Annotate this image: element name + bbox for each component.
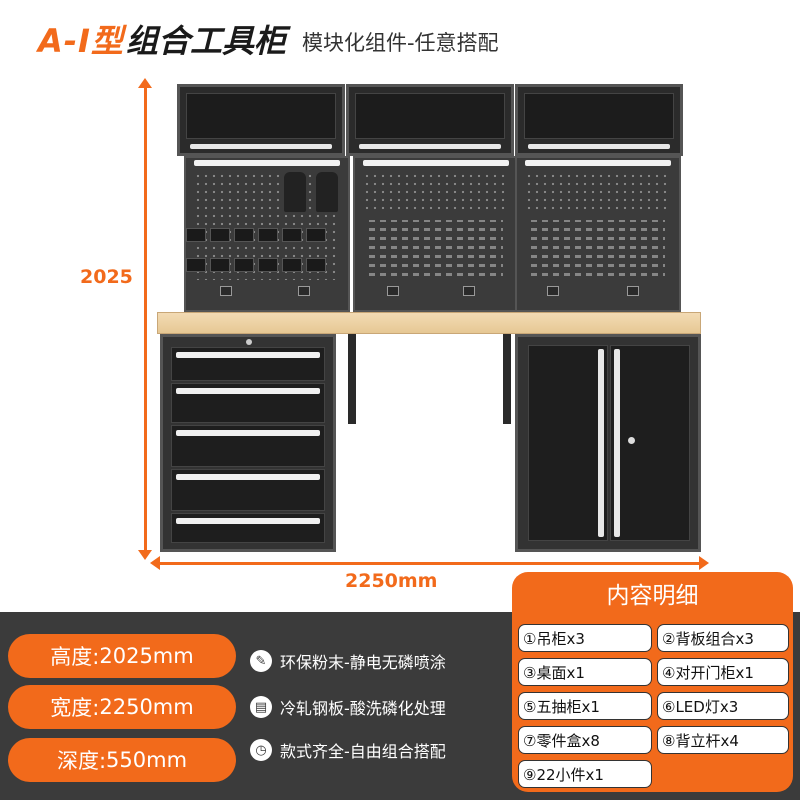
width-dimension-line: [150, 556, 709, 570]
header: A-I型 组合工具柜 模块化组件-任意搭配: [38, 14, 499, 64]
list-item: ③桌面x1: [518, 658, 652, 686]
list-item: ⑤五抽柜x1: [518, 692, 652, 720]
worktop: [157, 312, 701, 334]
model-name: A-I型: [38, 22, 124, 60]
contents-title: 内容明细: [606, 583, 699, 609]
spray-gun-icon: ✎: [250, 650, 272, 672]
steel-sheet-icon: ▤: [250, 696, 272, 718]
double-door-cabinet: [515, 334, 701, 552]
list-item: ①吊柜x3: [518, 624, 652, 652]
list-item: ⑥LED灯x3: [657, 692, 789, 720]
led-light: [194, 160, 340, 166]
lock-icon: [246, 339, 252, 345]
led-light: [525, 160, 671, 166]
wall-cabinet: [177, 84, 345, 156]
product-illustration: [157, 84, 701, 552]
wall-cabinet: [515, 84, 683, 156]
list-item: ⑦零件盒x8: [518, 726, 652, 754]
spec-depth: 深度: 550mm: [8, 738, 236, 782]
product-title: 组合工具柜: [125, 22, 286, 60]
list-item: ⑨22小件x1: [518, 760, 652, 788]
spec-width: 宽度: 2250mm: [8, 685, 236, 729]
contents-panel: 内容明细 ①吊柜x3 ②背板组合x3 ③桌面x1 ④对开门柜x1 ⑤五抽柜x1 …: [512, 572, 793, 792]
spec-height: 高度: 2025mm: [8, 634, 236, 678]
led-light: [363, 160, 509, 166]
list-item: ②背板组合x3: [657, 624, 789, 652]
feature-item: ▤ 冷轧钢板-酸洗磷化处理: [250, 692, 446, 722]
wall-cabinet: [346, 84, 514, 156]
feature-item: ◷ 款式齐全-自由组合搭配: [250, 735, 446, 765]
drawer-cabinet: [160, 334, 336, 552]
height-dimension-label: 2025: [80, 266, 133, 288]
clock-icon: ◷: [250, 739, 272, 761]
height-dimension-line: [138, 78, 152, 560]
back-panel: [515, 156, 681, 312]
product-subtitle: 模块化组件-任意搭配: [301, 31, 499, 55]
list-item: ④对开门柜x1: [657, 658, 789, 686]
list-item: ⑧背立杆x4: [657, 726, 789, 754]
back-panel: [184, 156, 350, 312]
feature-item: ✎ 环保粉末-静电无磷喷涂: [250, 646, 446, 676]
back-panel: [353, 156, 519, 312]
width-dimension-label: 2250mm: [345, 570, 438, 592]
